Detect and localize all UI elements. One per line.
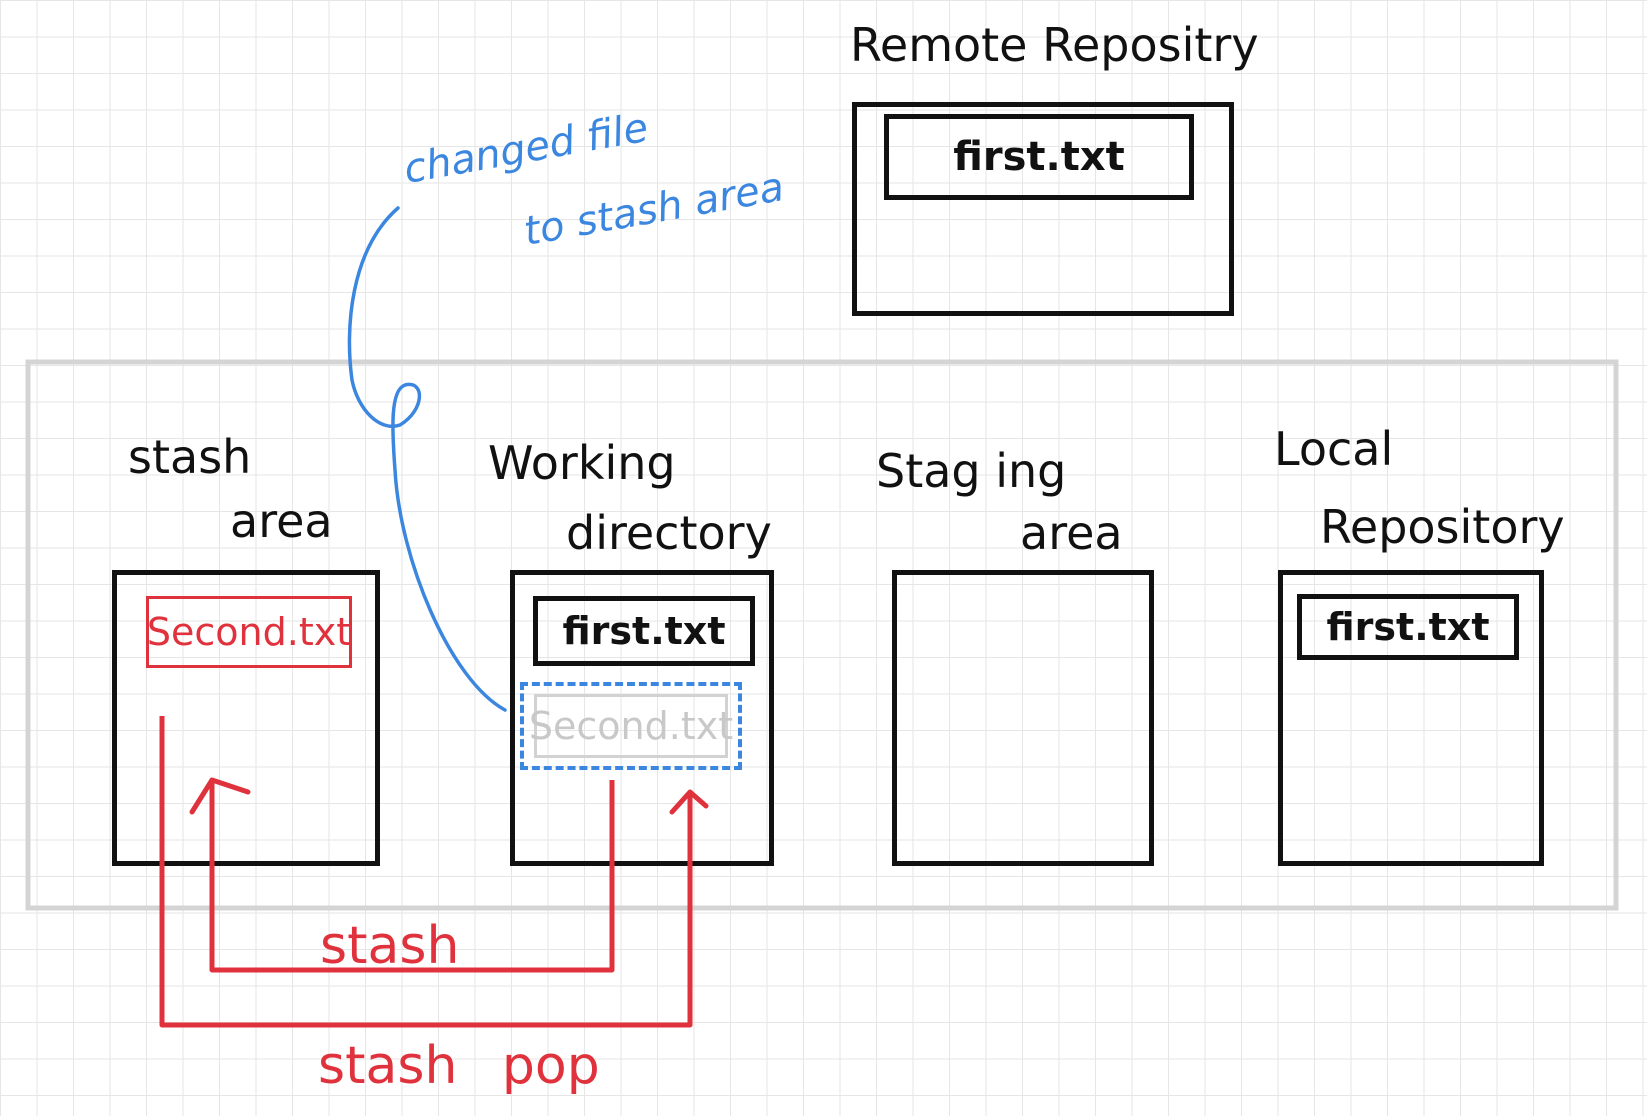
local-repository-title-line1: Local bbox=[1274, 422, 1394, 476]
remote-repository-title: Remote Repositry bbox=[850, 18, 1259, 72]
staging-area-box bbox=[892, 570, 1154, 866]
working-directory-title-line2: directory bbox=[566, 506, 772, 560]
local-repository-box bbox=[1278, 570, 1544, 866]
stash-area-title-line2: area bbox=[230, 494, 333, 548]
staging-area-title-line2: area bbox=[1020, 506, 1123, 560]
changed-file-label: Second.txt bbox=[528, 704, 734, 748]
stash-pop-label: stash pop bbox=[318, 1036, 600, 1096]
remote-repository-box bbox=[852, 102, 1234, 316]
stash-label: stash bbox=[320, 916, 460, 976]
changed-file-outline bbox=[534, 694, 728, 758]
stash-area-title-line1: stash bbox=[128, 430, 252, 484]
working-directory-box bbox=[510, 570, 774, 866]
working-directory-title-line1: Working bbox=[488, 436, 676, 490]
working-changed-file-second: Second.txt bbox=[520, 682, 742, 770]
local-repository-title-line2: Repository bbox=[1320, 500, 1565, 554]
staging-area-title-line1: Stag ing bbox=[876, 444, 1067, 498]
stash-file-second: Second.txt bbox=[146, 596, 352, 668]
working-file-first: first.txt bbox=[533, 596, 755, 666]
local-file-first: first.txt bbox=[1297, 594, 1519, 660]
remote-file-first: first.txt bbox=[884, 114, 1194, 200]
stash-area-box bbox=[112, 570, 380, 866]
